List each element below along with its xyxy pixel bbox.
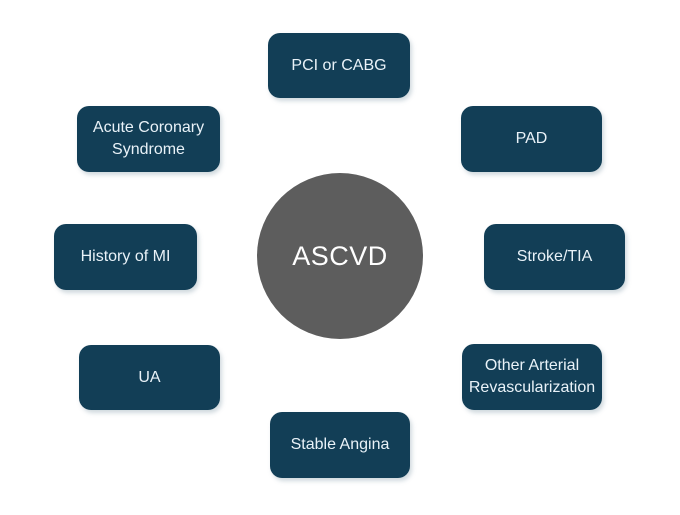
node-other-arterial-revascularization-label: Other Arterial Revascularization (468, 357, 596, 396)
node-other-arterial-revascularization: Other Arterial Revascularization (462, 344, 602, 410)
node-stable-angina: Stable Angina (270, 412, 410, 478)
ascvd-center-label: ASCVD (292, 240, 388, 271)
node-history-of-mi: History of MI (54, 224, 197, 290)
node-pad: PAD (461, 106, 602, 172)
node-stroke-tia-label: Stroke/TIA (516, 248, 593, 266)
node-ua: UA (79, 345, 220, 410)
node-pci-or-cabg: PCI or CABG (268, 33, 410, 98)
node-stroke-tia: Stroke/TIA (484, 224, 625, 290)
node-pci-or-cabg-label: PCI or CABG (291, 56, 387, 74)
node-pad-label: PAD (515, 130, 548, 148)
node-ua-label: UA (138, 368, 161, 386)
node-acute-coronary-syndrome-label: Acute Coronary Syndrome (92, 119, 205, 158)
node-acute-coronary-syndrome: Acute Coronary Syndrome (77, 106, 220, 172)
node-history-of-mi-label: History of MI (80, 248, 171, 266)
ascvd-center-circle: ASCVD (257, 173, 423, 339)
node-stable-angina-label: Stable Angina (290, 436, 390, 454)
